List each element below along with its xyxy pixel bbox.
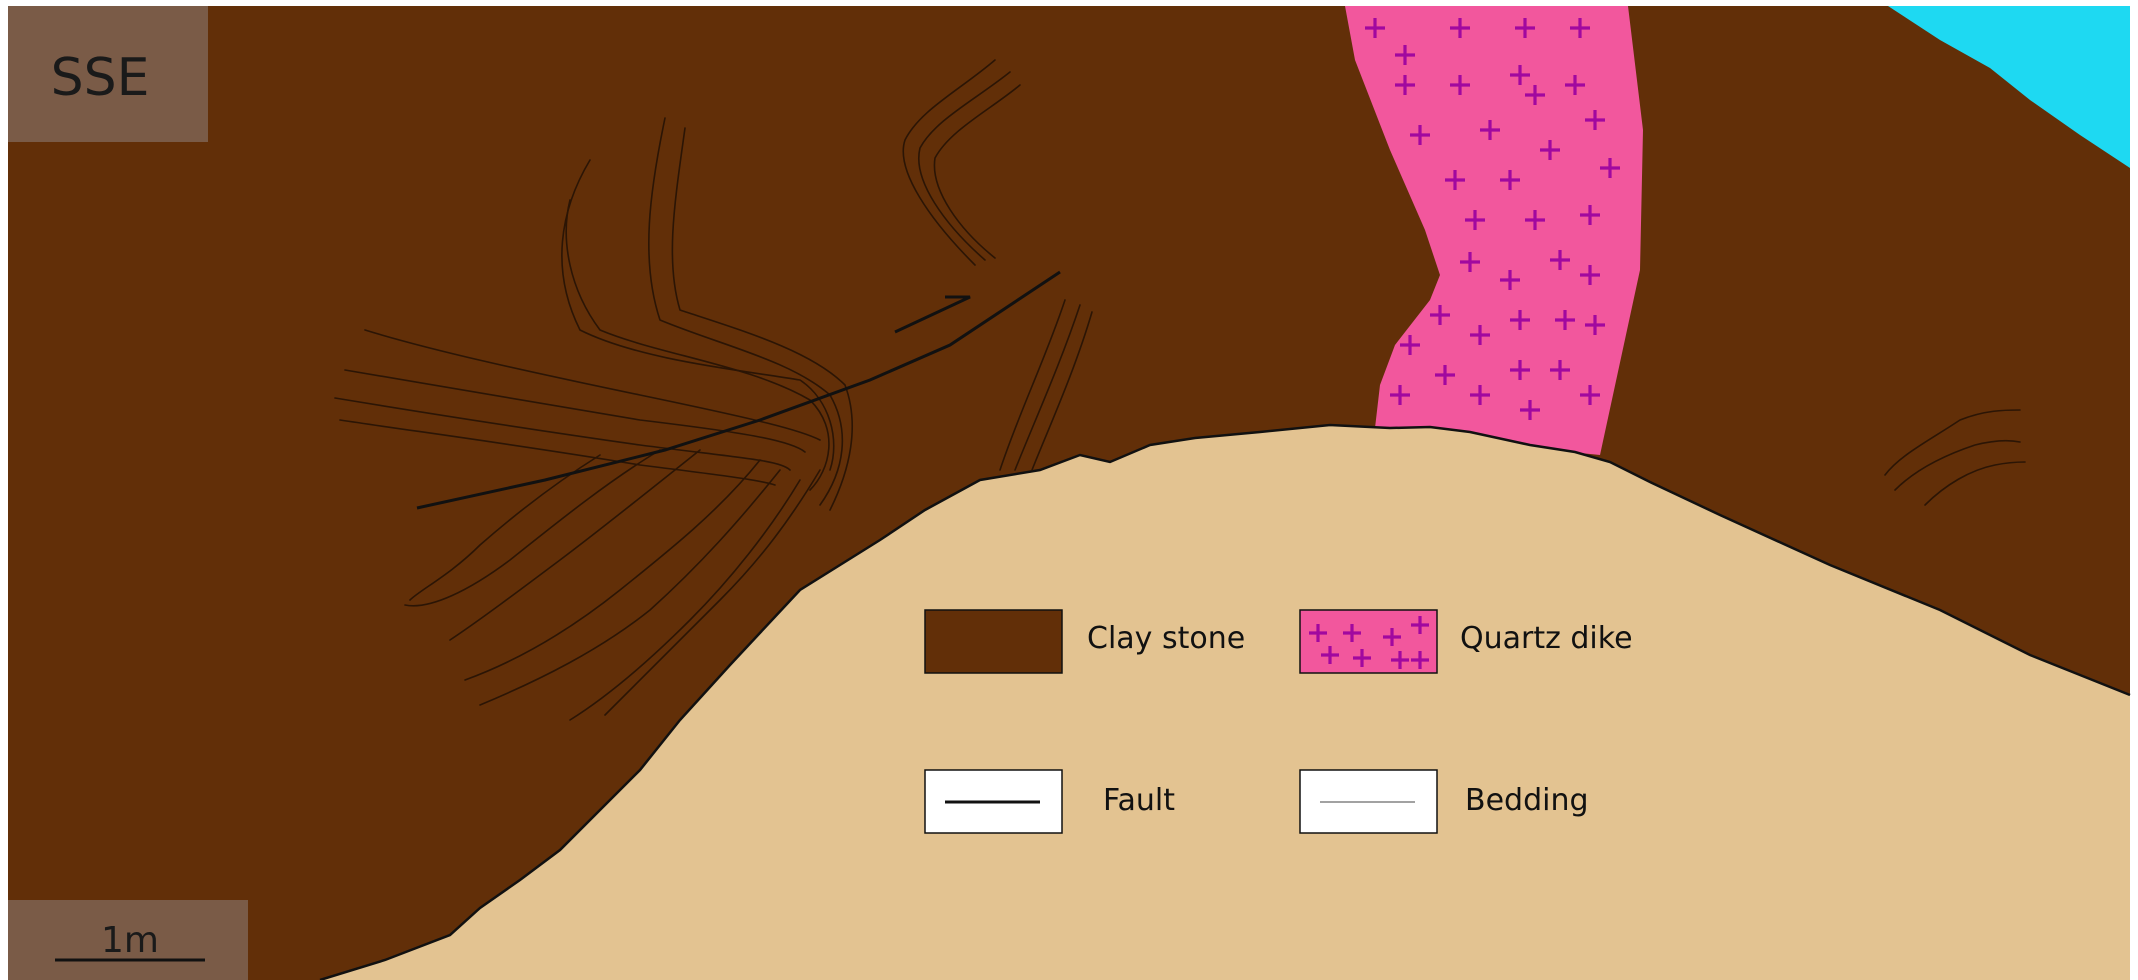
orientation-label-box: SSE: [8, 6, 208, 142]
scale-bar-label: 1m: [101, 920, 159, 961]
legend-label-bedding: Bedding: [1465, 783, 1589, 818]
legend-label-quartz-dike: Quartz dike: [1460, 621, 1633, 656]
legend-swatch-clay-stone: [925, 610, 1062, 673]
legend-label-clay-stone: Clay stone: [1087, 621, 1245, 656]
legend-label-fault: Fault: [1103, 783, 1175, 818]
orientation-label: SSE: [51, 48, 150, 108]
scale-bar-box: 1m: [8, 900, 248, 980]
legend-swatch-quartz-dike: [1300, 610, 1437, 673]
